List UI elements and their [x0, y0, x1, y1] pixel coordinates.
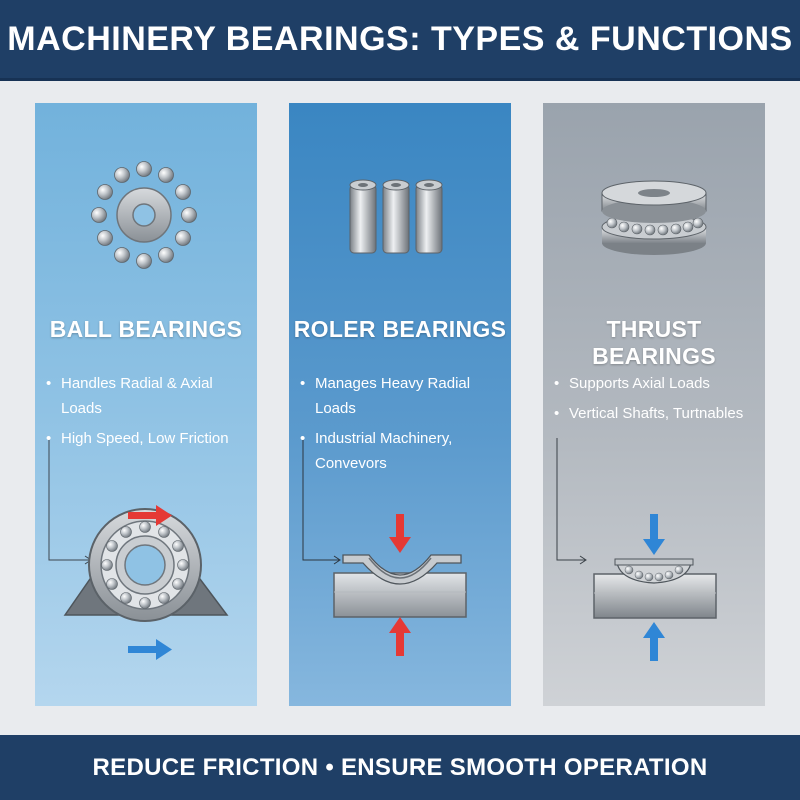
bullet-item: Industrial Machinery, Convevors [299, 426, 504, 476]
panel-title: BALL BEARINGS [49, 316, 243, 342]
roller-bearing-art [302, 179, 467, 656]
bullet-item: Vertical Shafts, Turtnables [553, 401, 758, 426]
bullet-list: Handles Radial & Axial Loads High Speed,… [45, 371, 250, 456]
footer-bar: REDUCE FRICTION • ENSURE SMOOTH OPERATIO… [0, 735, 800, 800]
pillow-block-bearing [63, 508, 229, 622]
bullet-item: Manages Heavy Radial Loads [299, 371, 504, 421]
blue-arrow-right-icon [128, 639, 172, 660]
ball-bearings-panel: BALL BEARINGS Handles Radial & Axial Loa… [35, 103, 257, 706]
connector-arrow [302, 438, 341, 565]
ball-bearing-icon [91, 161, 197, 269]
bullet-list: Supports Axial Loads Vertical Shafts, Tu… [553, 371, 758, 431]
blue-arrow-up-icon [643, 622, 665, 661]
bullet-item: Handles Radial & Axial Loads [45, 371, 250, 421]
connector-arrow [48, 438, 92, 565]
thrust-bearing-art [556, 180, 717, 661]
roller-diagram [333, 554, 467, 618]
panel-title: THRUST BEARINGS [592, 316, 716, 369]
thrust-bearings-panel: THRUST BEARINGS Supports Axial Loads Ver… [543, 103, 765, 706]
red-arrow-up-icon [389, 617, 411, 656]
ball-bearing-art [48, 161, 229, 660]
bullet-item: High Speed, Low Friction [45, 426, 250, 451]
thrust-bearing-icon [601, 180, 707, 255]
roller-bearings-panel: ROLER BEARINGS Manages Heavy Radial Load… [289, 103, 511, 706]
page-title: MACHINERY BEARINGS: TYPES & FUNCTIONS [7, 19, 793, 58]
header-bar: MACHINERY BEARINGS: TYPES & FUNCTIONS [0, 0, 800, 81]
connector-arrow [556, 438, 587, 565]
bullet-item: Supports Axial Loads [553, 371, 758, 396]
panel-title: ROLER BEARINGS [293, 316, 507, 342]
bullet-list: Manages Heavy Radial Loads Industrial Ma… [299, 371, 504, 481]
blue-arrow-down-icon [643, 514, 665, 555]
footer-tagline: REDUCE FRICTION • ENSURE SMOOTH OPERATIO… [92, 753, 708, 781]
thrust-diagram [593, 558, 717, 619]
red-arrow-right-icon [128, 505, 172, 526]
red-arrow-down-icon [389, 514, 411, 553]
roller-bearing-icon [349, 179, 443, 254]
